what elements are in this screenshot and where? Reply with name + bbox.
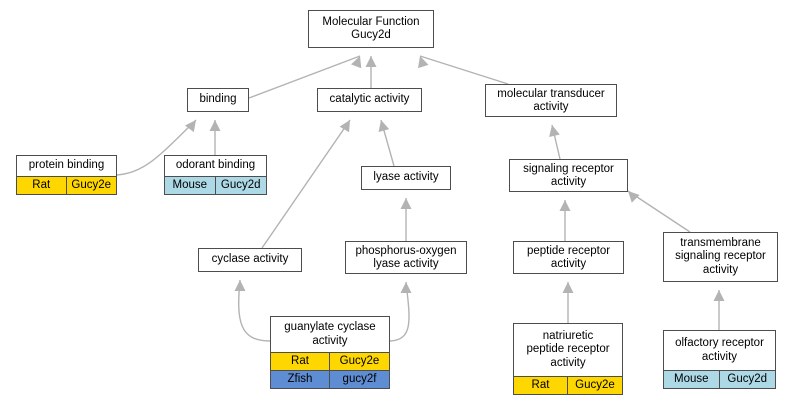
node-label: natriuretic peptide receptor activity — [526, 330, 610, 369]
edge-arrowhead — [418, 56, 429, 69]
node-catalytic-activity[interactable]: catalytic activity — [317, 88, 422, 112]
edge-transmembrane-signaling-receptor-activity-to-signaling-receptor-activity — [627, 190, 691, 233]
node-label: olfactory receptor activity — [675, 337, 764, 363]
edge-arrowhead — [628, 191, 640, 203]
node-label: guanylate cyclase activity — [284, 321, 376, 347]
annotation-species: Zfish — [271, 371, 330, 388]
annotation-species: Rat — [17, 177, 67, 194]
edge-protein-binding-to-binding — [116, 119, 197, 176]
edge-arrowhead — [339, 120, 350, 133]
edge-arrowhead — [713, 290, 725, 301]
node-root[interactable]: Molecular Function Gucy2d — [308, 10, 434, 48]
edge-cyclase-activity-to-catalytic-activity — [261, 119, 351, 249]
node-lyase-activity[interactable]: lyase activity — [361, 166, 451, 190]
edge-binding-to-root — [248, 55, 361, 99]
annotation-gene: Gucy2d — [719, 371, 775, 388]
edge-arrowhead — [400, 282, 412, 293]
annotation-species: Mouse — [165, 177, 216, 194]
node-label: phosphorus-oxygen lyase activity — [355, 245, 457, 271]
node-label: binding — [199, 93, 237, 106]
node-transmembrane-signaling-receptor-activity[interactable]: transmembrane signaling receptor activit… — [663, 232, 778, 282]
node-binding[interactable]: binding — [187, 88, 249, 112]
node-signaling-receptor-activity[interactable]: signaling receptor activity — [509, 159, 628, 192]
node-label: protein binding — [28, 159, 105, 172]
edge-arrowhead — [185, 120, 196, 133]
edge-molecular-transducer-activity-to-root — [419, 55, 509, 85]
edge-arrowhead — [209, 120, 221, 131]
edge-arrowhead — [234, 280, 246, 291]
node-label: odorant binding — [175, 159, 256, 172]
node-label: catalytic activity — [329, 93, 410, 106]
edge-arrowhead — [365, 56, 377, 67]
edge-arrowhead — [351, 56, 362, 69]
node-label: lyase activity — [373, 171, 439, 184]
node-label: molecular transducer activity — [497, 88, 605, 114]
edge-arrowhead — [549, 125, 560, 137]
edge-arrowhead — [562, 282, 574, 293]
node-molecular-transducer-activity[interactable]: molecular transducer activity — [485, 84, 617, 117]
annotation-species: Rat — [271, 353, 330, 370]
node-label: signaling receptor activity — [523, 163, 614, 189]
annotation-species: Mouse — [664, 371, 720, 388]
node-cyclase-activity[interactable]: cyclase activity — [198, 248, 302, 272]
annotation-gene: Gucy2e — [568, 377, 622, 394]
annotation-gene: Gucy2e — [66, 177, 116, 194]
edge-arrowhead — [400, 198, 412, 209]
node-label: Molecular Function Gucy2d — [322, 15, 420, 41]
node-label: cyclase activity — [211, 253, 289, 266]
edge-arrowhead — [378, 120, 390, 133]
node-label: peptide receptor activity — [526, 245, 611, 271]
node-peptide-receptor-activity[interactable]: peptide receptor activity — [513, 241, 624, 274]
annotation-gene: Gucy2d — [215, 177, 266, 194]
node-label: transmembrane signaling receptor activit… — [675, 237, 766, 276]
edge-guanylate-cyclase-activity-to-cyclase-activity — [238, 279, 271, 342]
annotation-gene: gucy2f — [330, 371, 389, 388]
node-phosphorus-oxygen-lyase-activity[interactable]: phosphorus-oxygen lyase activity — [345, 241, 467, 274]
edge-arrowhead — [559, 200, 571, 211]
annotation-gene: Gucy2e — [330, 353, 389, 370]
annotation-species: Rat — [514, 377, 568, 394]
